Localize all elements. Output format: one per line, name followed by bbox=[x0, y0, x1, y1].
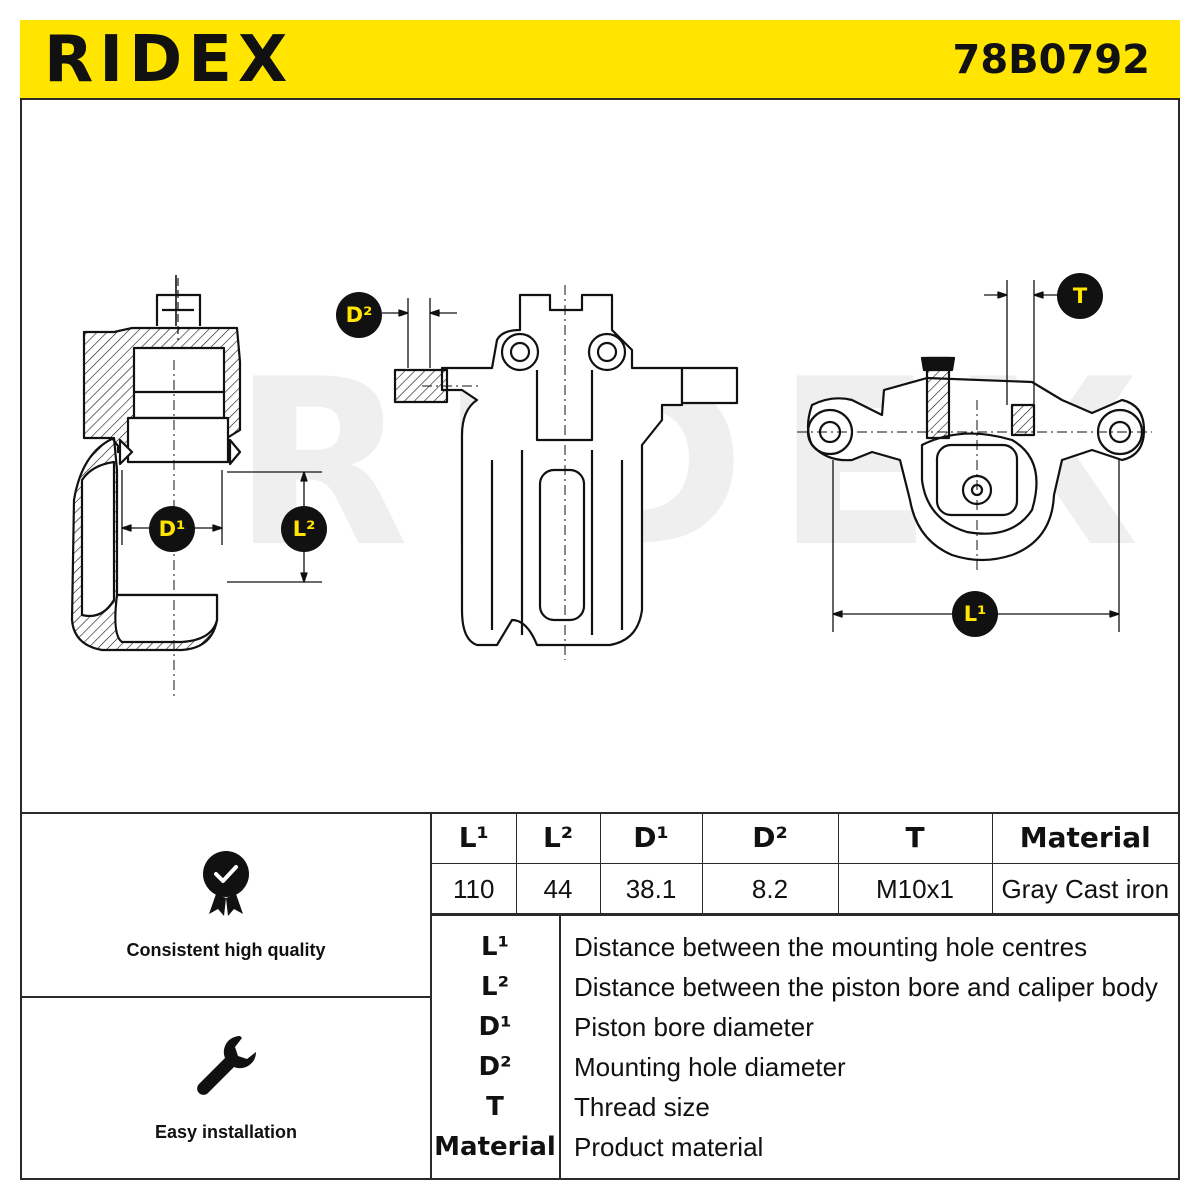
legend-item: Material Product material bbox=[432, 1127, 1178, 1167]
specs-header-l2: L² bbox=[515, 813, 601, 864]
feature-row-divider bbox=[20, 996, 430, 998]
specs-value-d2: 8.2 bbox=[701, 862, 839, 916]
legend-code: Material bbox=[434, 1132, 556, 1162]
legend-code: T bbox=[486, 1092, 504, 1122]
d2-label: D² bbox=[336, 292, 382, 338]
feature-quality-title: Consistent high quality bbox=[126, 940, 326, 960]
specs-value-t: M10x1 bbox=[837, 862, 993, 916]
l2-dimension bbox=[227, 471, 322, 583]
legend-item: L¹ Distance between the mounting hole ce… bbox=[432, 927, 1178, 967]
legend-code: D¹ bbox=[478, 1012, 512, 1042]
legend-code: D² bbox=[478, 1052, 512, 1082]
wrench-icon bbox=[194, 1032, 260, 1103]
specs-header-l1: L¹ bbox=[432, 813, 517, 864]
d2-dimension bbox=[382, 298, 457, 368]
specs-header-d2: D² bbox=[701, 813, 839, 864]
l2-label: L² bbox=[281, 506, 327, 552]
legend-code: L² bbox=[481, 972, 509, 1002]
specs-value-d1: 38.1 bbox=[599, 862, 703, 916]
feature-installation-title: Easy installation bbox=[154, 1122, 298, 1142]
legend-item: D² Mounting hole diameter bbox=[432, 1047, 1178, 1087]
t-dimension bbox=[984, 280, 1057, 405]
specs-table: L¹ L² D¹ D² T Material 110 44 38.1 8.2 M… bbox=[432, 813, 1178, 916]
brand-logo: RIDEX bbox=[44, 23, 294, 97]
legend-description: Distance between the mounting hole centr… bbox=[574, 932, 1088, 962]
feature-installation: Easy installation bbox=[22, 998, 430, 1180]
specs-value-l2: 44 bbox=[515, 862, 601, 916]
section-view bbox=[70, 275, 242, 700]
feature-quality: Consistent high quality bbox=[22, 814, 430, 996]
legend-description: Distance between the piston bore and cal… bbox=[574, 972, 1158, 1002]
legend-description: Product material bbox=[574, 1132, 764, 1162]
specs-value-material: Gray Cast iron bbox=[991, 862, 1178, 916]
d1-label: D¹ bbox=[149, 506, 195, 552]
specs-value-l1: 110 bbox=[432, 862, 517, 916]
legend-description: Piston bore diameter bbox=[574, 1012, 814, 1042]
legend-column-divider bbox=[559, 913, 561, 1180]
specs-header-d1: D¹ bbox=[599, 813, 703, 864]
technical-drawing: RIDEX bbox=[22, 100, 1178, 812]
specs-header-row: L¹ L² D¹ D² T Material bbox=[432, 813, 1178, 864]
legend-item: T Thread size bbox=[432, 1087, 1178, 1127]
l1-label: L¹ bbox=[952, 591, 998, 637]
legend-item: D¹ Piston bore diameter bbox=[432, 1007, 1178, 1047]
t-label: T bbox=[1057, 273, 1103, 319]
caliper-drawings bbox=[70, 275, 1152, 700]
legend-item: L² Distance between the piston bore and … bbox=[432, 967, 1178, 1007]
legend-description: Mounting hole diameter bbox=[574, 1052, 846, 1082]
feature-divider bbox=[430, 812, 432, 1180]
specs-header-t: T bbox=[837, 813, 993, 864]
specs-header-material: Material bbox=[991, 813, 1178, 864]
legend-code: L¹ bbox=[481, 932, 509, 962]
quality-badge-icon bbox=[201, 850, 251, 921]
front-view bbox=[393, 285, 739, 660]
part-number: 78B0792 bbox=[952, 37, 1150, 83]
specs-value-row: 110 44 38.1 8.2 M10x1 Gray Cast iron bbox=[432, 862, 1178, 916]
legend-description: Thread size bbox=[574, 1092, 710, 1122]
header-bar: RIDEX 78B0792 bbox=[20, 20, 1180, 100]
rear-view bbox=[797, 356, 1152, 570]
